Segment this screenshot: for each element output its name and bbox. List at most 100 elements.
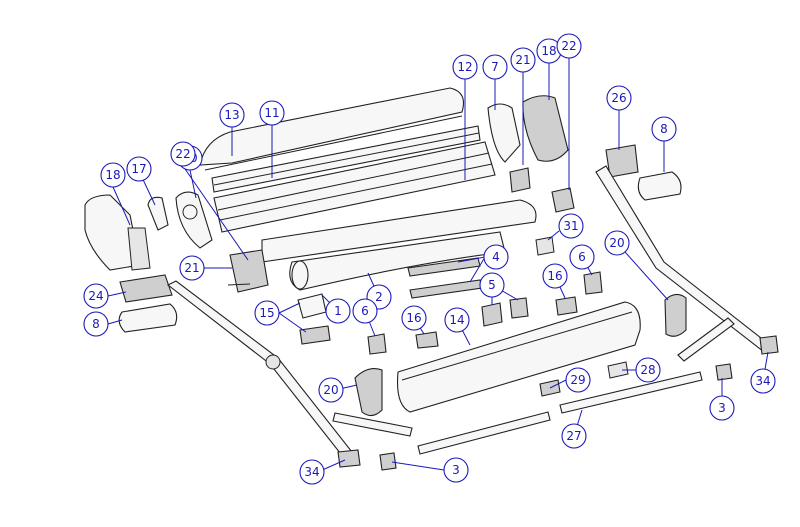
part-18-right-cap (522, 95, 569, 162)
part-22-right-barrel (551, 187, 575, 213)
callout-17-label: 17 (131, 162, 146, 176)
callout-1-label: 1 (334, 304, 342, 318)
callout-3-left-label: 3 (452, 463, 460, 477)
bottom-rail-left (417, 411, 551, 455)
callout-31-label: 31 (563, 219, 578, 233)
callout-6-left: 6 (352, 298, 378, 324)
callout-15: 15 (254, 300, 280, 326)
callout-24-label: 24 (88, 289, 103, 303)
callout-14-label: 14 (449, 313, 464, 327)
part-12-groove-b (219, 163, 493, 221)
callout-34-right: 34 (750, 368, 776, 394)
part-20-left (354, 368, 383, 417)
part-12-groove-a (217, 152, 490, 211)
callout-13: 13 (219, 102, 245, 128)
part-4-rail-b (409, 279, 483, 299)
part-34-right-foot (759, 335, 779, 355)
callout-27: 27 (561, 423, 587, 449)
callout-16-left-label: 16 (406, 311, 421, 325)
part-5-b (509, 297, 529, 319)
callout-22-left-label: 22 (175, 147, 190, 161)
callout-21-top: 21 (510, 47, 536, 73)
callout-3-right-label: 3 (718, 401, 726, 415)
callout-8-top-label: 8 (660, 122, 668, 136)
part-16-right (555, 296, 578, 316)
part-13-cover-edge (204, 115, 463, 171)
callout-1: 1 (325, 298, 351, 324)
callout-4: 4 (483, 244, 509, 270)
callout-26: 26 (606, 85, 632, 111)
left-arm-elbow (265, 354, 281, 370)
part-18-left-inner (127, 227, 151, 271)
callout-16-right-label: 16 (547, 269, 562, 283)
callout-16-right: 16 (542, 263, 568, 289)
callout-21-left-label: 21 (184, 261, 199, 275)
part-31-cap (535, 236, 555, 256)
part-8-right-motor (637, 171, 682, 201)
part-7-bracket (487, 103, 521, 163)
callout-29-label: 29 (570, 373, 585, 387)
callout-14: 14 (444, 307, 470, 333)
callout-4-label: 4 (492, 250, 500, 264)
part-22-left-shaft (227, 283, 251, 286)
callout-20-left: 20 (318, 377, 344, 403)
callout-21-left: 21 (179, 255, 205, 281)
left-arm-rod (332, 412, 413, 437)
part-8-left-motor (118, 303, 178, 333)
callout-3-right: 3 (709, 395, 735, 421)
part-14-edge (401, 311, 633, 381)
callout-6-right-label: 6 (578, 250, 586, 264)
callout-22-top: 22 (556, 33, 582, 59)
leader-lines (107, 58, 769, 472)
callout-18-left: 18 (100, 162, 126, 188)
part-16-left (415, 331, 439, 349)
callout-11: 11 (259, 100, 285, 126)
part-15-clip (297, 293, 327, 319)
callout-6-left-label: 6 (361, 304, 369, 318)
part-24-bracket (119, 274, 173, 303)
part-2-sheet (261, 199, 537, 263)
part-6-right (583, 271, 603, 295)
callout-6-right: 6 (569, 244, 595, 270)
callout-5: 5 (479, 272, 505, 298)
callout-34-left: 34 (299, 459, 325, 485)
callout-13-label: 13 (224, 108, 239, 122)
callout-18-top: 18 (536, 38, 562, 64)
callout-16-left: 16 (401, 305, 427, 331)
callout-22-left: 22 (170, 141, 196, 167)
callout-5-label: 5 (488, 278, 496, 292)
callout-20-right: 20 (604, 230, 630, 256)
callout-34-right-label: 34 (755, 374, 770, 388)
callout-8-left-label: 8 (92, 317, 100, 331)
callout-15-label: 15 (259, 306, 274, 320)
part-20-right (664, 293, 687, 337)
callout-22-top-label: 22 (561, 39, 576, 53)
part-11-profile-groove (213, 132, 480, 186)
callout-11-label: 11 (264, 106, 279, 120)
callout-18-left-label: 18 (105, 168, 120, 182)
callout-3-left: 3 (443, 457, 469, 483)
callout-8-left: 8 (83, 311, 109, 337)
part-12-profile (213, 141, 496, 233)
callout-7: 7 (482, 54, 508, 80)
callout-20-right-label: 20 (609, 236, 624, 250)
part-5-a (481, 302, 503, 327)
callout-20-left-label: 20 (323, 383, 338, 397)
callout-12-label: 12 (457, 60, 472, 74)
callout-34-left-label: 34 (304, 465, 319, 479)
callout-31: 31 (558, 213, 584, 239)
callout-17: 17 (126, 156, 152, 182)
callout-2-label: 2 (375, 290, 383, 304)
part-21-right-drive (509, 167, 531, 193)
callout-18-top-label: 18 (541, 44, 556, 58)
callout-8-top: 8 (651, 116, 677, 142)
part-10-hub (182, 204, 198, 220)
part-1-tube-end (291, 260, 309, 290)
callout-21-top-label: 21 (515, 53, 530, 67)
part-27-rail (559, 371, 703, 414)
callout-29: 29 (565, 367, 591, 393)
right-arm-rod (677, 317, 735, 362)
part-14-front-bar (396, 301, 641, 413)
